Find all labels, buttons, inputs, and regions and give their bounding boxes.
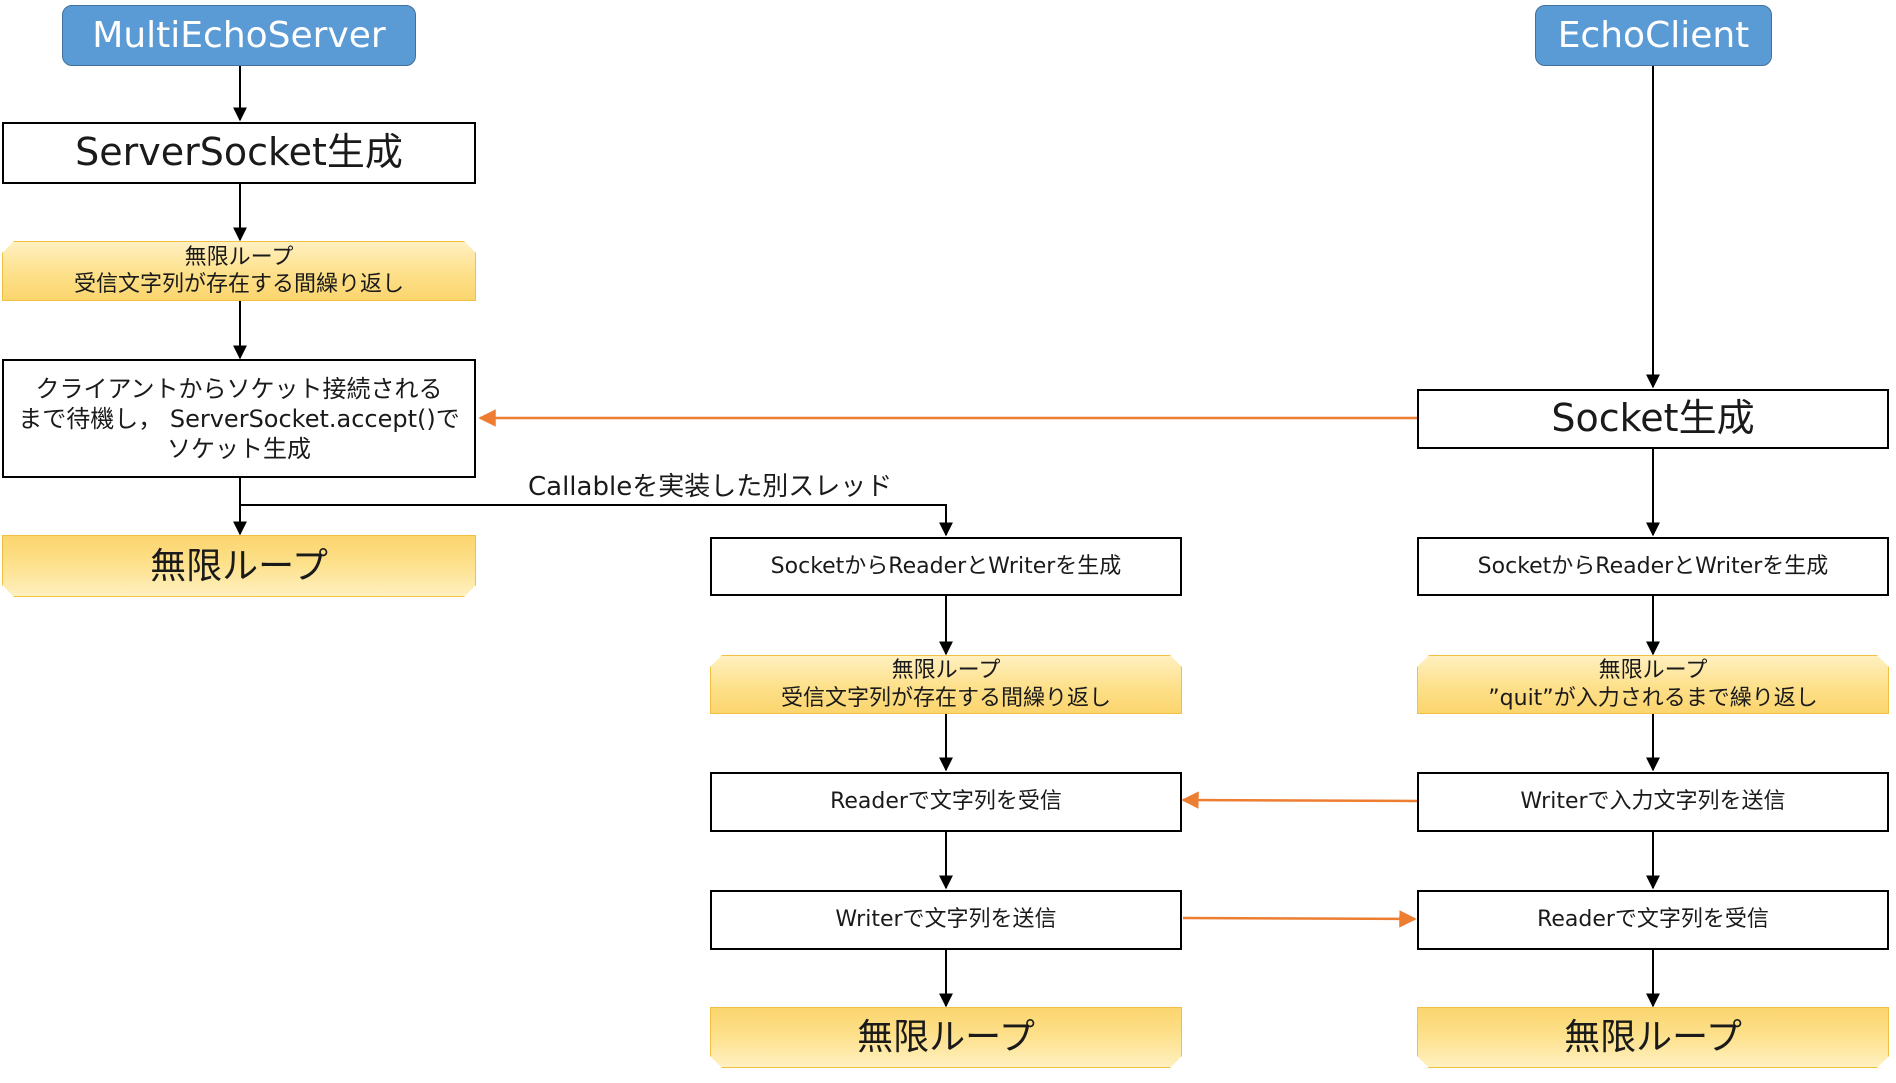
message-send-to-server-arrow [1181,791,1418,809]
client-title-text: EchoClient [1557,15,1750,56]
create-serversocket-text: ServerSocket生成 [75,130,403,175]
client-loop-end: 無限ループ [1417,1007,1889,1068]
accept-line1: クライアントからソケット接続される [35,374,443,403]
message-echo-to-client-arrow [1182,910,1417,928]
thread-label: Callableを実装した別スレッド [528,472,893,502]
server-accept-loop-end: 無限ループ [2,535,476,597]
client-create-rw-box: SocketからReaderとWriterを生成 [1417,537,1889,596]
thread-create-rw-text: SocketからReaderとWriterを生成 [770,553,1122,579]
server-loop-line2: 受信文字列が存在する間繰り返し [73,272,404,297]
client-loop-start: 無限ループ ”quit”が入力されるまで繰り返し [1417,655,1889,714]
server-loop-line1: 無限ループ [184,244,294,270]
client-title: EchoClient [1535,5,1772,66]
server-title: MultiEchoServer [62,5,416,66]
accept-line3: ソケット生成 [167,434,311,463]
accept-line2: まで待機し， ServerSocket.accept()で [18,404,460,433]
thread-create-rw-box: SocketからReaderとWriterを生成 [710,537,1182,596]
server-accept-loop-start: 無限ループ 受信文字列が存在する間繰り返し [2,241,476,301]
thread-receive-text: Readerで文字列を受信 [830,789,1062,815]
client-loop-line2: ”quit”が入力されるまで繰り返し [1488,685,1818,711]
client-receive-box: Readerで文字列を受信 [1417,890,1889,950]
thread-send-text: Writerで文字列を送信 [835,907,1057,933]
client-loop-end-text: 無限ループ [1564,1017,1742,1058]
client-send-text: Writerで入力文字列を送信 [1520,789,1786,815]
thread-loop-line1: 無限ループ [891,658,1001,683]
client-send-box: Writerで入力文字列を送信 [1417,772,1889,832]
accept-box: クライアントからソケット接続される まで待機し， ServerSocket.ac… [2,359,476,478]
thread-loop-end: 無限ループ [710,1007,1182,1068]
client-receive-text: Readerで文字列を受信 [1537,907,1769,933]
thread-loop-start: 無限ループ 受信文字列が存在する間繰り返し [710,655,1182,714]
server-title-text: MultiEchoServer [92,15,386,56]
create-serversocket-box: ServerSocket生成 [2,122,476,184]
thread-send-box: Writerで文字列を送信 [710,890,1182,950]
thread-loop-line2: 受信文字列が存在する間繰り返し [780,685,1111,711]
thread-loop-end-text: 無限ループ [857,1017,1035,1058]
arrow-accept-to-thread [240,504,953,537]
thread-receive-box: Readerで文字列を受信 [710,772,1182,832]
client-create-socket-text: Socket生成 [1551,396,1755,441]
client-create-rw-text: SocketからReaderとWriterを生成 [1477,553,1829,579]
server-loop-end-text: 無限ループ [150,545,328,587]
client-create-socket-box: Socket生成 [1417,389,1889,449]
client-loop-line1: 無限ループ [1598,658,1708,683]
